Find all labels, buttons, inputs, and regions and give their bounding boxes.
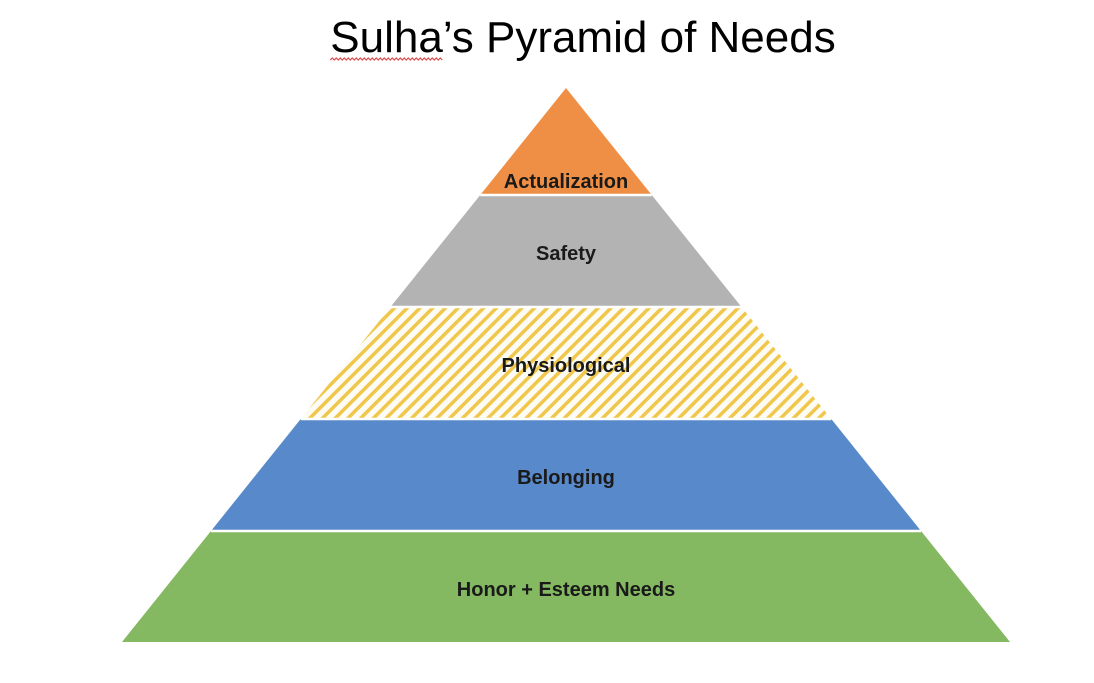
tier-physiological-shape [300, 307, 832, 419]
tier-honor-esteem-shape [122, 531, 1010, 642]
pyramid-tiers [122, 88, 1010, 642]
title-rest: ’s Pyramid of Needs [443, 13, 836, 62]
tier-belonging-shape [210, 419, 922, 531]
tier-honor-esteem-label: Honor + Esteem Needs [457, 579, 675, 601]
tier-safety-label: Safety [536, 243, 597, 265]
tier-dividers [210, 193, 922, 533]
title-name-part: Sulha [330, 13, 443, 62]
tier-belonging-label: Belonging [517, 467, 615, 489]
tier-safety-shape [390, 195, 742, 307]
tier-actualization-shape [480, 88, 652, 195]
spellcheck-underline [329, 57, 443, 61]
pyramid-labels: Actualization Safety Physiological Belon… [457, 171, 675, 601]
tier-physiological-label: Physiological [502, 355, 631, 377]
page-title: Sulha’s Pyramid of Needs [330, 13, 835, 62]
tier-actualization-label: Actualization [504, 171, 628, 193]
